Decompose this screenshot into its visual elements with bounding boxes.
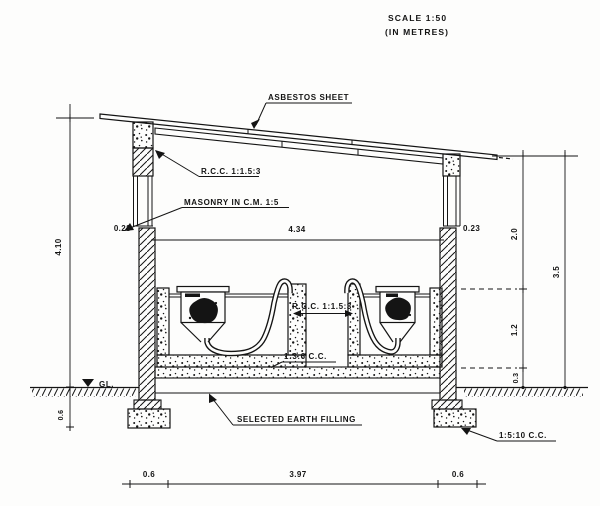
sheet-break-dashes: [498, 156, 514, 160]
dim-right-total: 3.5: [552, 266, 561, 278]
dim-plinth: 0.3: [513, 373, 520, 384]
left-trap-pipe: [204, 278, 293, 357]
dim-clear-span: 4.34: [288, 225, 305, 234]
left-masonry-course: [132, 147, 154, 177]
earth-hatch-right: [464, 388, 583, 397]
roof-sheet: [99, 113, 514, 161]
left-pan-water-mark: [185, 293, 200, 297]
dim-right-footing: 0.6: [452, 470, 464, 479]
left-rcc-band: [132, 121, 154, 149]
gl-triangle-icon: [82, 379, 94, 387]
right-footing: [433, 408, 477, 428]
label-rcc-trough: R.C.C. 1:1.5:3: [292, 302, 353, 317]
label-cc-floor: 1:3:6 C.C.: [270, 352, 336, 368]
earth-hatch-left: [32, 388, 136, 397]
gl-marker: GL.: [82, 379, 114, 389]
svg-text:1:5:10 C.C.: 1:5:10 C.C.: [499, 431, 547, 440]
dim-right-stack: [461, 150, 578, 390]
floor-slab: [154, 366, 441, 379]
left-masonry-wall: [138, 227, 156, 401]
svg-text:ASBESTOS SHEET: ASBESTOS SHEET: [268, 93, 349, 102]
label-footing-concrete: 1:5:10 C.C.: [461, 428, 556, 442]
label-asbestos-sheet: ASBESTOS SHEET: [251, 93, 352, 129]
scale-line2: (IN METRES): [385, 27, 449, 37]
label-rcc-roof: R.C.C. 1:1.5:3: [155, 150, 261, 177]
right-pan-contents: [385, 297, 411, 321]
scale-line1: SCALE 1:50: [388, 13, 447, 23]
right-rcc-band: [442, 153, 461, 177]
left-pan: [176, 285, 230, 343]
gl-label: GL.: [99, 380, 114, 389]
left-wall-step: [133, 399, 162, 410]
ground-right: [456, 386, 588, 397]
dim-trough-depth: 1.2: [510, 324, 519, 336]
svg-text:SELECTED EARTH FILLING: SELECTED EARTH FILLING: [237, 415, 356, 424]
right-wall-step: [431, 399, 463, 410]
label-masonry: MASONRY IN C.M. 1:5: [124, 198, 289, 231]
left-footing: [127, 408, 171, 429]
right-wall: [431, 153, 463, 410]
left-trough: [156, 283, 307, 368]
dim-left-footing: 0.6: [143, 470, 155, 479]
svg-text:R.C.C. 1:1.5:3: R.C.C. 1:1.5:3: [201, 167, 261, 176]
dim-left-wall: 0.23: [114, 224, 131, 233]
dim-right-wall: 0.23: [463, 224, 480, 233]
arrowhead-icon: [124, 223, 134, 231]
right-trap-pipe: [344, 278, 401, 355]
arrowhead-icon: [209, 393, 217, 403]
dim-span: [150, 235, 445, 245]
arrowhead-icon: [155, 150, 165, 159]
arrowhead-icon: [293, 310, 301, 317]
dim-footing-span: 3.97: [289, 470, 306, 479]
right-pan-water-mark: [386, 293, 398, 297]
ground-left: [30, 386, 139, 397]
scale-note: SCALE 1:50 (IN METRES): [385, 13, 449, 37]
right-pan: [375, 285, 420, 343]
dim-bottom: [122, 479, 486, 489]
arrowhead-icon: [251, 119, 260, 129]
dim-left-height: [56, 104, 94, 432]
left-pan-contents: [189, 298, 218, 324]
arrowhead-icon: [345, 310, 353, 317]
left-wall: [132, 121, 162, 410]
dim-roof-to-trough: 2.0: [510, 228, 519, 240]
arrowhead-icon: [461, 428, 471, 435]
svg-text:1:3:6 C.C.: 1:3:6 C.C.: [284, 352, 327, 361]
svg-text:MASONRY IN C.M. 1:5: MASONRY IN C.M. 1:5: [184, 198, 279, 207]
dim-foundation-depth: 0.6: [58, 410, 65, 421]
dim-overall-height: 4.10: [54, 238, 63, 255]
right-wall-opening: [443, 176, 461, 227]
svg-text:R.C.C. 1:1.5:3: R.C.C. 1:1.5:3: [292, 302, 352, 311]
label-earth-filling: SELECTED EARTH FILLING: [209, 393, 362, 426]
